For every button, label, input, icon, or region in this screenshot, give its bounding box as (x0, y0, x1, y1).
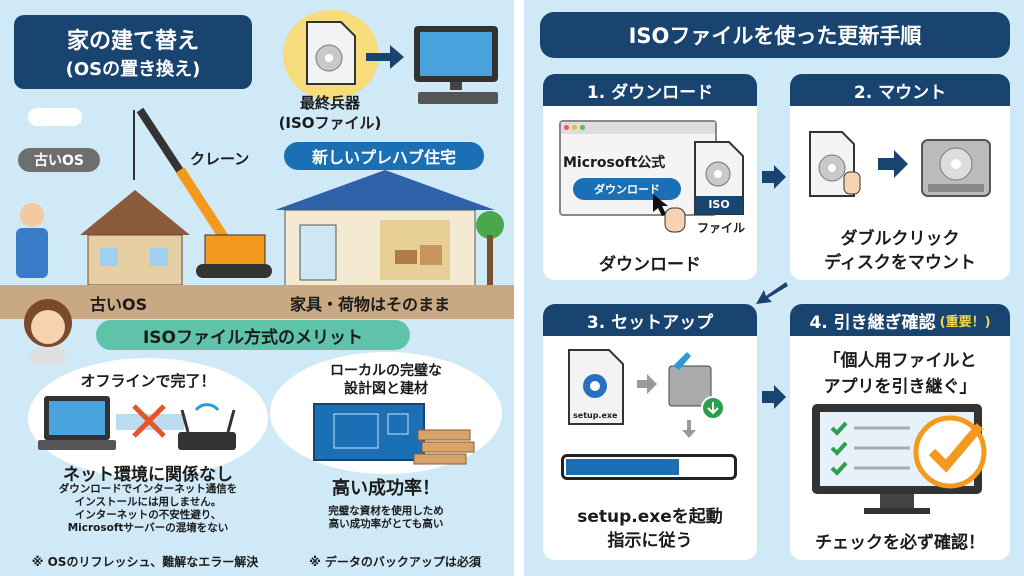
step4-quote-line2: アプリを引き継ぐ」 (823, 377, 977, 397)
iso-label-line1: 最終兵器 (299, 94, 360, 112)
step4-title: 4. 引き継ぎ確認 (809, 312, 936, 333)
crane-label: クレーン (190, 150, 250, 168)
merit1-note: ※ OSのリフレッシュ、難解なエラー解決 (31, 555, 259, 569)
merit1-heading: ネット環境に関係なし (63, 465, 233, 485)
title-box: 家の建て替え (OSの置き換え) (14, 15, 252, 89)
right-title: ISOファイルを使った更新手順 (540, 12, 1010, 58)
step2-header: 2. マウント (790, 74, 1010, 106)
arrow-right-icon (366, 45, 404, 69)
arrow-right-icon (762, 385, 786, 409)
site-label: Microsoft公式 (563, 155, 666, 171)
right-panel: ISOファイルを使った更新手順 1. ダウンロード Microsoft公式 ダウ… (524, 0, 1024, 576)
browser-window (559, 120, 717, 216)
merit2-desc-line: 完璧な資材を使用しため (328, 505, 444, 517)
merit1-desc-line: インターネットの不安性避り、 (74, 509, 222, 521)
blueprint-illustration (313, 403, 475, 465)
merit1-desc-line: ダウンロードでインターネット通信を (58, 483, 238, 495)
checklist-monitor-illustration (812, 404, 987, 514)
ground (0, 285, 514, 319)
merit1-title: オフラインで完了！ (80, 372, 216, 390)
hand-cursor-icon (653, 194, 686, 233)
iso-file-icon (694, 141, 744, 215)
setup-illustration (568, 349, 725, 438)
step3-caption-line2: 指示に従う (607, 531, 693, 551)
merit1-desc-line: インストールには用しません。 (74, 496, 222, 508)
step3-card: 3. セットアップ setup.exe setup.exeを起動 指示に従う (543, 304, 757, 560)
step4-caption: チェックを必ず確認！ (815, 533, 985, 553)
merit2-desc-line: 高い成功率がとても高い (328, 518, 444, 530)
panel-divider (514, 0, 524, 576)
new-house-badge: 新しいプレハブ住宅 (284, 142, 484, 170)
merit2-note: ※ データのバックアップは必須 (309, 555, 481, 569)
progress-bar (561, 454, 737, 480)
furniture-label: 家具・荷物はそのまま (290, 295, 451, 314)
progress-fill (566, 459, 679, 475)
step3-caption-line1: setup.exeを起動 (577, 507, 723, 527)
step4-header: 4. 引き継ぎ確認 (重要！) (790, 304, 1010, 336)
title-line2: (OSの置き換え) (65, 59, 201, 80)
rebuild-scene-illustration (16, 107, 504, 287)
step2-caption-line2: ディスクをマウント (824, 253, 976, 273)
merit1-desc-line: Microsoftサーバーの混堉をない (67, 522, 229, 534)
woman-avatar-icon (24, 299, 72, 365)
merit2-desc: 完璧な資材を使用しため 高い成功率がとても高い (270, 505, 502, 531)
merit1-desc: ダウンロードでインターネット通信を インストールには用しません。 インターネット… (20, 483, 276, 535)
merit2-title-line2: 設計図と建材 (344, 381, 428, 397)
merit2-heading: 高い成功率！ (332, 478, 440, 499)
download-button[interactable]: ダウンロード (573, 178, 681, 200)
mount-illustration (809, 131, 991, 197)
step1-caption: ダウンロード (599, 255, 701, 275)
step1-header: 1. ダウンロード (543, 74, 757, 106)
iso-label-line2: (ISOファイル) (278, 114, 382, 132)
monitor-icon (414, 26, 498, 104)
old-os-badge: 古いOS (18, 148, 100, 172)
step3-header: 3. セットアップ (543, 304, 757, 336)
arrow-down-left-icon (756, 282, 788, 304)
cloud-icon (28, 108, 82, 126)
merit-title: ISOファイル方式のメリット (96, 320, 410, 350)
arrow-right-icon (762, 165, 786, 189)
iso-file-label: ファイル (696, 221, 745, 235)
left-panel: 家の建て替え (OSの置き換え) 最終兵器 (ISOファイル) 古いOS クレー… (0, 0, 514, 576)
important-note: (重要！) (939, 314, 991, 330)
iso-file-icon (306, 21, 356, 85)
step2-caption-line1: ダブルクリック (840, 229, 960, 249)
offline-illustration (38, 396, 236, 450)
title-line1: 家の建て替え (66, 29, 199, 54)
step1-card: 1. ダウンロード Microsoft公式 ダウンロード ISO ファイル ダウ… (543, 74, 757, 280)
setup-file-label: setup.exe (573, 411, 618, 420)
old-os-ground-label: 古いOS (90, 295, 148, 314)
iso-tag: ISO (708, 198, 730, 211)
step4-quote-line1: 「個人用ファイルと (823, 351, 977, 371)
step2-card: 2. マウント ダブルクリック ディスクをマウント (790, 74, 1010, 280)
step4-card: 4. 引き継ぎ確認 (重要！) 「個人用ファイルと アプリを引き継ぐ」 チェック… (790, 304, 1010, 560)
merit2-title-line1: ローカルの完璧な (330, 363, 442, 379)
